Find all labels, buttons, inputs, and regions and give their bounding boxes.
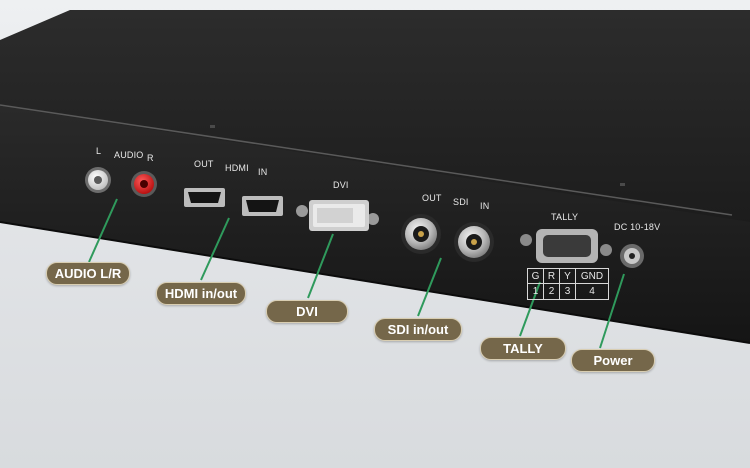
callout-tally: TALLY (480, 337, 566, 360)
audio-heading-label: AUDIO (114, 150, 144, 160)
leader-line-hdmi (200, 217, 230, 281)
leader-line-power (599, 273, 625, 349)
audio-left-label: L (96, 146, 102, 156)
tally-pin-name: G (528, 269, 544, 284)
screw-mark (620, 183, 625, 186)
tally-pinout-table: G R Y GND 1 2 3 4 (527, 268, 609, 300)
tally-heading-label: TALLY (551, 212, 579, 222)
callout-power: Power (571, 349, 655, 372)
hdmi-heading-label: HDMI (225, 163, 249, 173)
hdmi-in-label: IN (258, 167, 268, 177)
callout-sdi: SDI in/out (374, 318, 462, 341)
dvi-port (296, 200, 379, 231)
hdmi-out-label: OUT (194, 159, 214, 169)
hdmi-in-port (242, 196, 283, 216)
tally-pin-number: 2 (544, 284, 560, 299)
hdmi-out-port (184, 188, 225, 207)
tally-pin-name: GND (576, 269, 608, 284)
leader-line-audio (88, 198, 118, 263)
rca-right-jack (131, 171, 157, 197)
dvi-heading-label: DVI (333, 180, 349, 190)
callout-audio: AUDIO L/R (46, 262, 130, 285)
callout-hdmi: HDMI in/out (156, 282, 246, 305)
tally-pin-name: Y (560, 269, 576, 284)
device-edge-highlight (0, 104, 733, 216)
tally-pin-number: 4 (589, 286, 595, 297)
tally-pin-name: R (544, 269, 560, 284)
tally-pin-number: 3 (560, 284, 576, 299)
tally-dsub-port (520, 229, 612, 263)
callout-dvi: DVI (266, 300, 348, 323)
sdi-out-connector (401, 214, 441, 254)
audio-right-label: R (147, 153, 154, 163)
leader-line-dvi (307, 233, 334, 299)
device-bottom-edge (0, 221, 750, 344)
sdi-in-label: IN (480, 201, 490, 211)
leader-line-tally (519, 281, 541, 337)
rca-left-jack (85, 167, 111, 193)
sdi-out-label: OUT (422, 193, 442, 203)
sdi-in-connector (454, 222, 494, 262)
screw-mark (210, 125, 215, 128)
sdi-heading-label: SDI (453, 197, 469, 207)
dc-power-jack (620, 244, 644, 268)
device-top-surface (0, 10, 750, 228)
leader-line-sdi (417, 257, 442, 317)
power-heading-label: DC 10-18V (614, 222, 661, 232)
tally-pin-number: 1 (528, 284, 544, 299)
